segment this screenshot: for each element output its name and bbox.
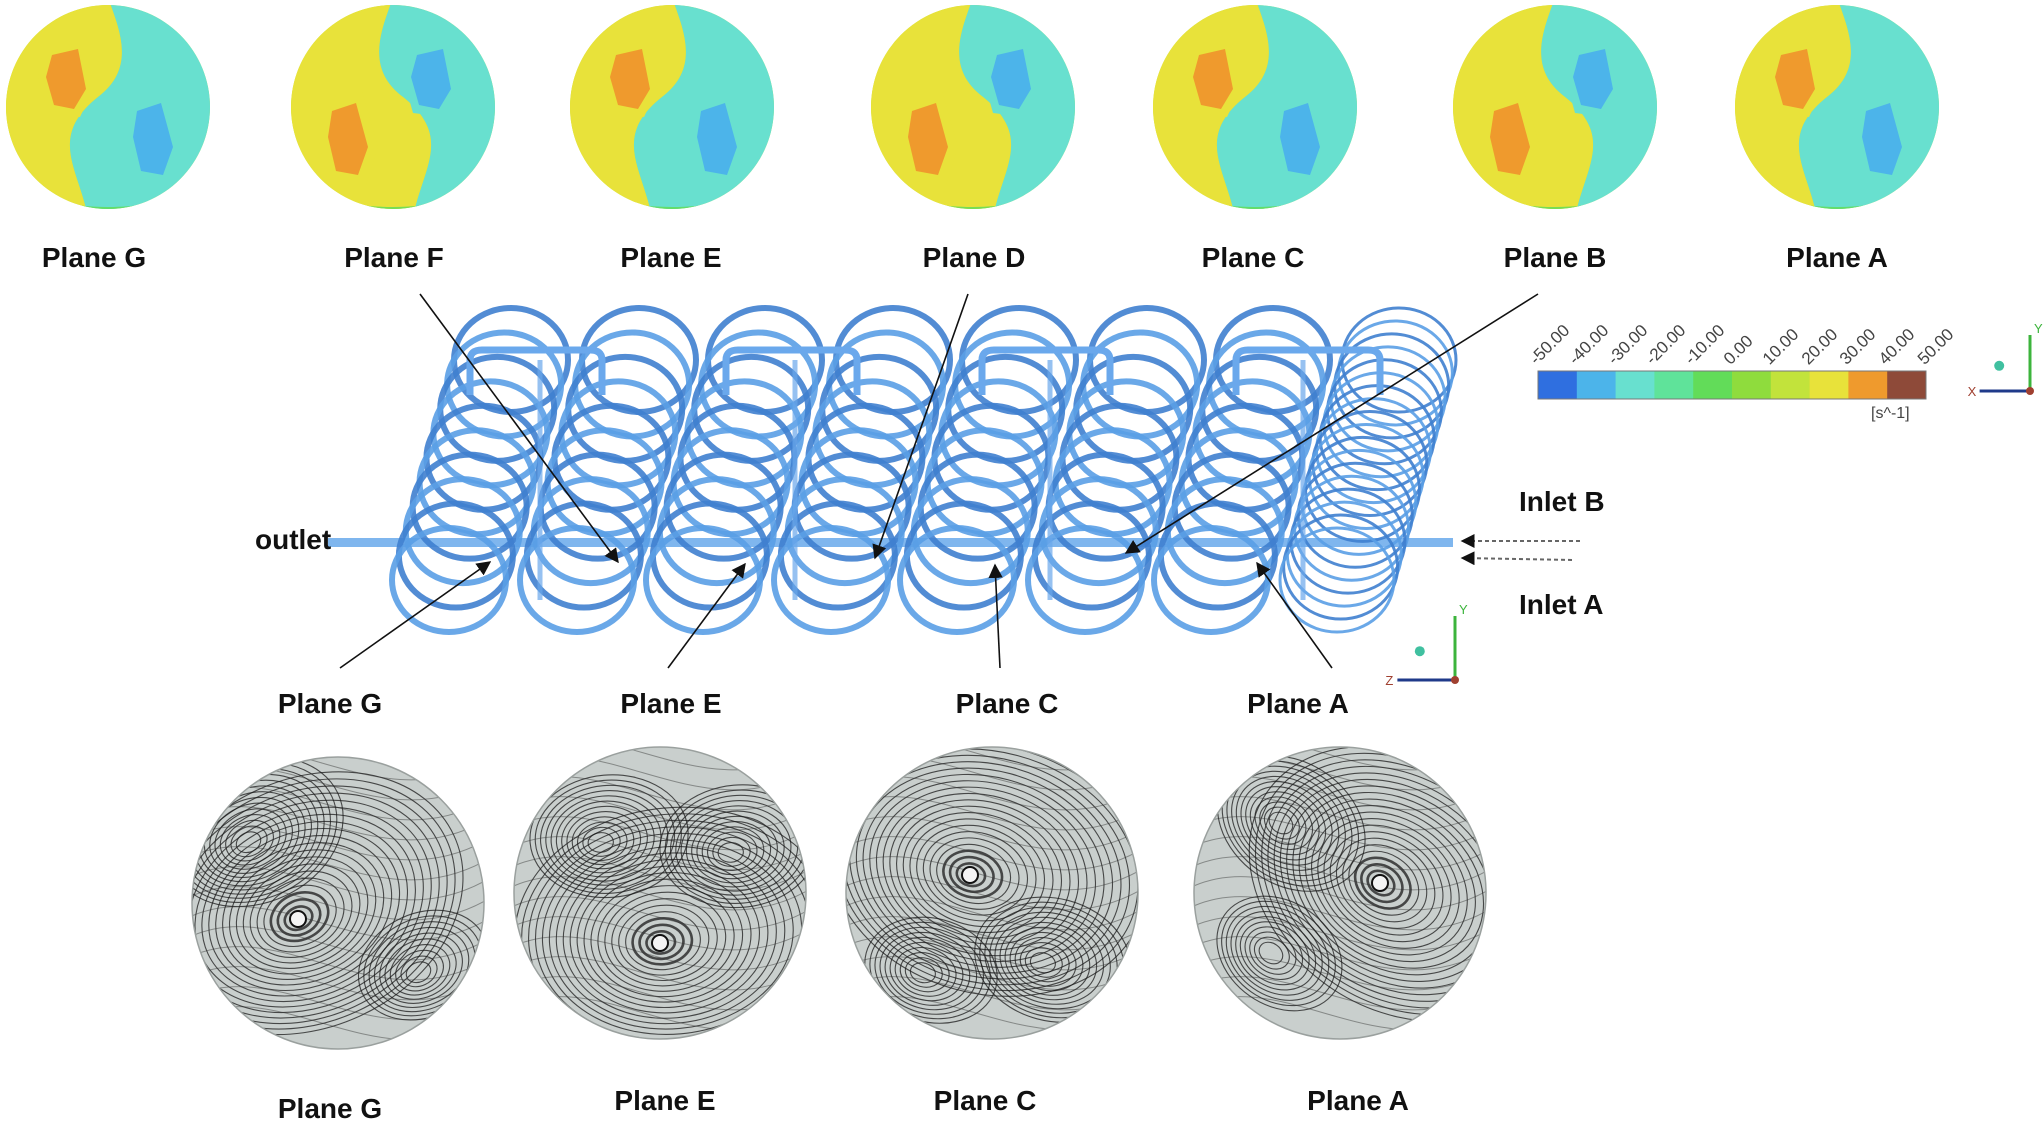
coil-bridge <box>978 346 1114 395</box>
colorbar <box>1537 370 1927 400</box>
coil-section <box>1025 305 1207 635</box>
bottom-plane-label-c: Plane C <box>933 1085 1037 1116</box>
mid-plane-label-e: Plane E <box>620 688 722 719</box>
coil-bridge <box>722 346 861 395</box>
axis-origin <box>1451 676 1459 684</box>
horizontal-axis-label: Z <box>1385 673 1393 688</box>
vorticity-contour-disc <box>6 5 210 209</box>
axis-triad: YX <box>1968 321 2043 399</box>
leader-arrow <box>872 293 969 560</box>
vorticity-contour-disc <box>1153 5 1357 209</box>
top-plane-label-d: Plane D <box>922 242 1026 273</box>
plane-leader-lines <box>339 293 1580 669</box>
inlet-a-arrow <box>1460 551 1573 566</box>
leader-arrow <box>988 563 1003 669</box>
mid-plane-label-c: Plane C <box>955 688 1059 719</box>
coil-section <box>1151 305 1333 635</box>
bottom-plane-label-a: Plane A <box>1307 1085 1409 1116</box>
colorbar-segment <box>1809 371 1849 399</box>
colorbar-segment <box>1654 371 1694 399</box>
colorbar-segment <box>1887 371 1927 399</box>
helical-coil-reactor <box>328 305 1458 635</box>
colorbar-segment <box>1693 371 1733 399</box>
leader-arrow <box>339 561 492 669</box>
leader-arrow <box>1124 293 1539 554</box>
coil-section <box>1278 306 1458 634</box>
top-plane-label-b: Plane B <box>1503 242 1607 273</box>
y-axis-label: Y <box>2034 321 2043 336</box>
colorbar-segment <box>1848 371 1888 399</box>
outlet-label: outlet <box>255 524 332 555</box>
vorticity-contour-disc <box>570 5 774 209</box>
colorbar-segment <box>1732 371 1772 399</box>
colorbar-segment <box>1770 371 1811 399</box>
y-axis-label: Y <box>1459 602 1468 617</box>
axis-marker <box>1414 646 1425 657</box>
streamline-disc <box>191 756 485 1050</box>
inlet-a-label: Inlet A <box>1519 589 1604 620</box>
colorbar-segment <box>1538 371 1578 399</box>
mid-plane-label-g: Plane G <box>277 688 383 719</box>
vorticity-contour-row <box>6 5 1939 209</box>
leader-arrow <box>419 293 619 564</box>
bottom-plane-label-e: Plane E <box>614 1085 716 1116</box>
top-plane-label-a: Plane A <box>1786 242 1888 273</box>
inlet-b-label: Inlet B <box>1519 486 1605 517</box>
coil-section <box>389 305 571 635</box>
vorticity-contour-disc <box>1735 5 1939 209</box>
vorticity-contour-disc <box>291 5 495 209</box>
vorticity-contour-disc <box>871 5 1075 209</box>
streamline-disc <box>513 746 807 1040</box>
coil-section <box>517 305 699 635</box>
vorticity-contour-disc <box>1453 5 1657 209</box>
top-plane-label-f: Plane F <box>344 242 444 273</box>
colorbar-frame <box>1537 370 1927 400</box>
coil-section <box>643 305 825 635</box>
top-plane-label-e: Plane E <box>620 242 722 273</box>
colorbar-unit: [s^-1] <box>1871 405 1910 422</box>
colorbar-segment <box>1576 371 1617 399</box>
colorbar-segment <box>1615 371 1655 399</box>
leader-arrow <box>1256 561 1333 669</box>
coil-bridge <box>1232 346 1384 395</box>
axis-marker <box>1994 360 2005 371</box>
streamline-disc <box>845 746 1139 1040</box>
coil-section <box>771 305 953 635</box>
top-plane-label-c: Plane C <box>1201 242 1305 273</box>
axis-triad: YZ <box>1385 602 1468 688</box>
mid-plane-label-a: Plane A <box>1247 688 1349 719</box>
coil-bridge <box>466 346 606 395</box>
streamline-row <box>191 746 1487 1050</box>
bottom-plane-label-g: Plane G <box>277 1093 383 1124</box>
axis-origin <box>2026 387 2034 395</box>
top-plane-label-g: Plane G <box>41 242 147 273</box>
leader-arrow <box>667 562 746 669</box>
horizontal-axis-label: X <box>1968 384 1977 399</box>
streamline-disc <box>1193 746 1487 1040</box>
